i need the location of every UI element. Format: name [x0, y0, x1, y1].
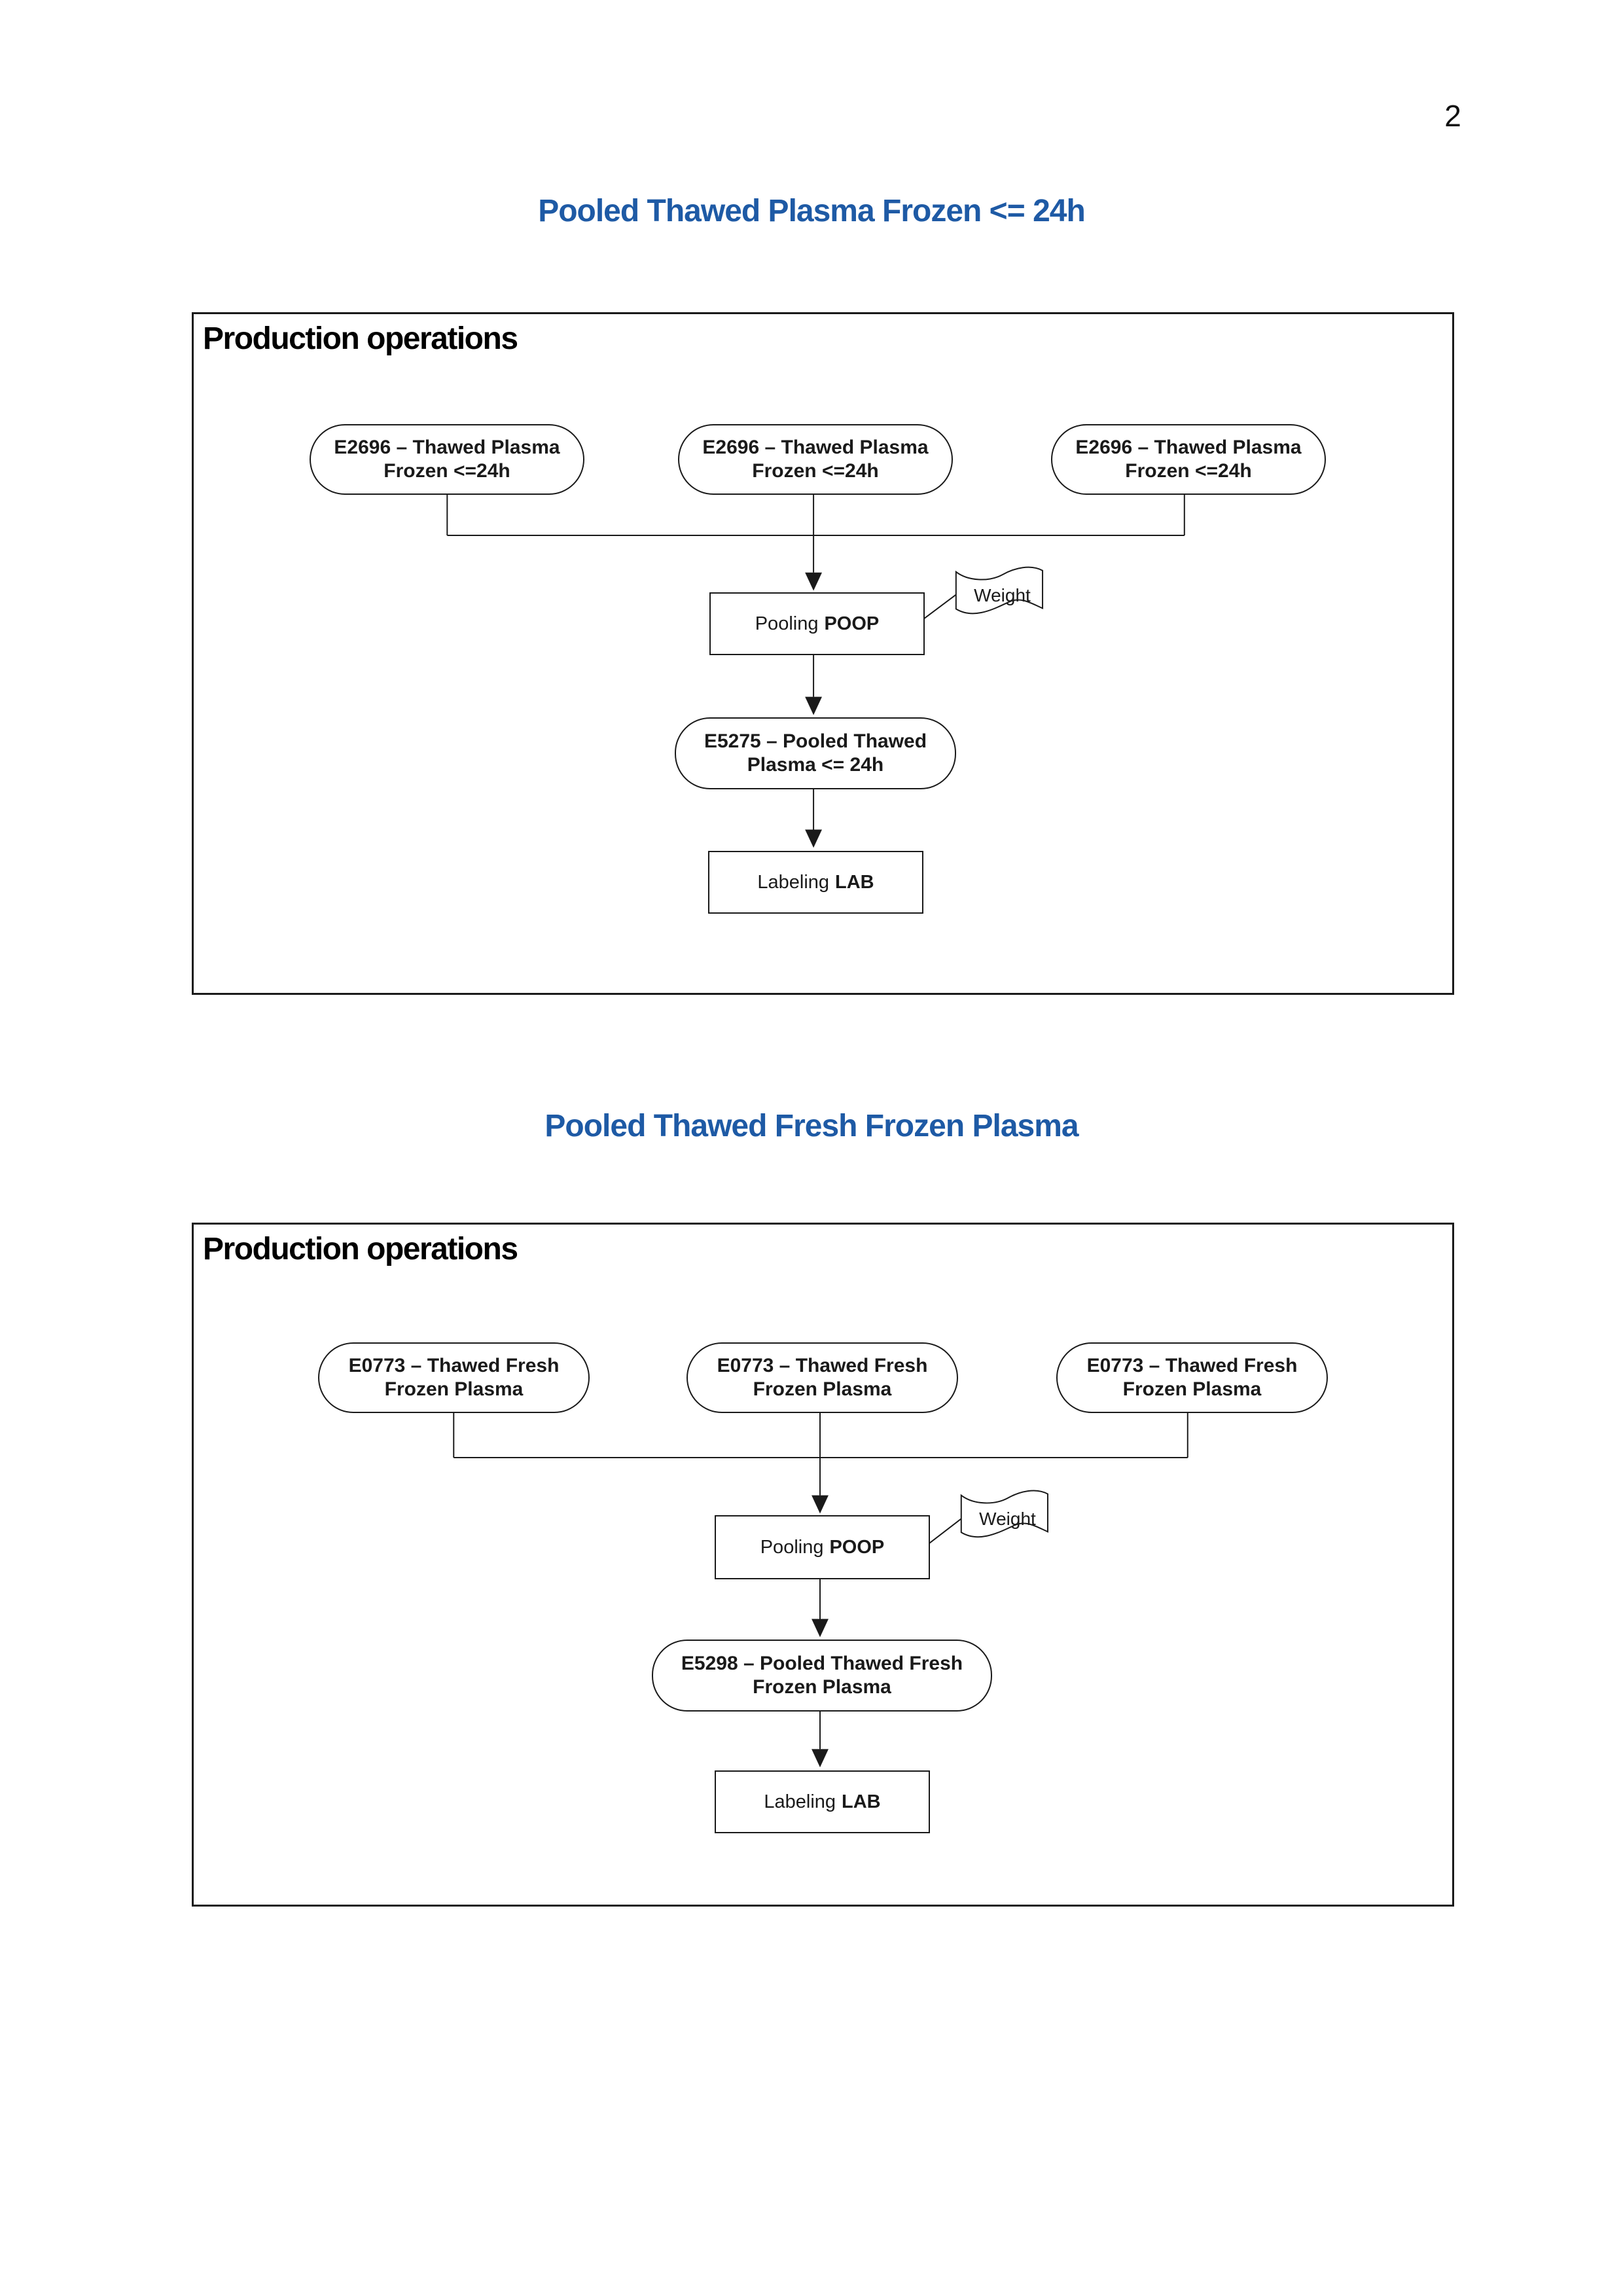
labeling-code: LAB [842, 1791, 881, 1812]
arrowhead-icon [805, 696, 823, 715]
labeling-node: Labeling LAB [708, 851, 923, 914]
arrowhead-icon [805, 829, 823, 848]
connector-canvas-2 [453, 1412, 1188, 1768]
input-node-1: E0773 – Thawed Fresh Frozen Plasma [318, 1342, 590, 1413]
weight-flag-shape [960, 1490, 1049, 1538]
node-text-line2: Frozen Plasma [384, 1378, 524, 1400]
arrowhead-icon [812, 1749, 829, 1768]
arrowhead-icon [812, 1619, 829, 1638]
weight-note: Weight [974, 585, 1031, 605]
input-node-3: E0773 – Thawed Fresh Frozen Plasma [1056, 1342, 1328, 1413]
process-code: POOP [824, 613, 880, 634]
process-code: POOP [829, 1536, 885, 1558]
note-connector-line [921, 594, 957, 621]
node-text-line1: E5275 – Pooled Thawed [704, 730, 927, 752]
input-node-1: E2696 – Thawed Plasma Frozen <=24h [310, 424, 584, 495]
node-text-line2: Frozen Plasma [753, 1676, 891, 1698]
node-text-line1: E0773 – Thawed Fresh [1086, 1355, 1298, 1376]
process-node-pooling: Pooling POOP [715, 1515, 930, 1579]
weight-note: Weight [979, 1509, 1036, 1529]
output-node: E5298 – Pooled Thawed Fresh Frozen Plasm… [652, 1640, 992, 1712]
process-label: Pooling [760, 1536, 824, 1558]
node-text-line1: E0773 – Thawed Fresh [717, 1355, 928, 1376]
node-text-line1: E5298 – Pooled Thawed Fresh [681, 1653, 963, 1674]
node-text-line2: Frozen Plasma [1122, 1378, 1262, 1400]
arrowhead-icon [805, 572, 823, 591]
connector-canvas-1 [446, 493, 1185, 848]
labeling-node: Labeling LAB [715, 1770, 930, 1833]
process-node-pooling: Pooling POOP [709, 592, 925, 655]
labeling-code: LAB [835, 871, 874, 893]
node-text-line1: E2696 – Thawed Plasma [334, 437, 560, 458]
note-connector-line [927, 1518, 962, 1545]
page-number: 2 [1444, 99, 1461, 133]
frame-label: Production operations [203, 321, 518, 356]
node-text-line2: Frozen <=24h [1125, 460, 1252, 482]
input-node-3: E2696 – Thawed Plasma Frozen <=24h [1051, 424, 1326, 495]
input-node-2: E2696 – Thawed Plasma Frozen <=24h [678, 424, 953, 495]
frame-label: Production operations [203, 1232, 518, 1266]
labeling-label: Labeling [764, 1791, 836, 1812]
weight-flag-shape [955, 566, 1044, 615]
output-node: E5275 – Pooled Thawed Plasma <= 24h [675, 717, 956, 789]
production-operations-frame-2: Production operations E0773 – Thawed Fre… [192, 1223, 1454, 1907]
arrowhead-icon [812, 1495, 829, 1514]
node-text-line2: Frozen <=24h [752, 460, 879, 482]
node-text-line1: E2696 – Thawed Plasma [1075, 437, 1302, 458]
node-text-line2: Frozen <=24h [383, 460, 510, 482]
production-operations-frame-1: Production operations E2696 – Thawed Pla… [192, 312, 1454, 995]
process-label: Pooling [755, 613, 819, 634]
node-text-line2: Plasma <= 24h [747, 754, 884, 776]
node-text-line1: E0773 – Thawed Fresh [348, 1355, 560, 1376]
section-title-2: Pooled Thawed Fresh Frozen Plasma [544, 1109, 1079, 1143]
node-text-line1: E2696 – Thawed Plasma [702, 437, 929, 458]
input-node-2: E0773 – Thawed Fresh Frozen Plasma [687, 1342, 958, 1413]
labeling-label: Labeling [757, 871, 830, 893]
node-text-line2: Frozen Plasma [753, 1378, 892, 1400]
section-title-1: Pooled Thawed Plasma Frozen <= 24h [538, 194, 1086, 228]
